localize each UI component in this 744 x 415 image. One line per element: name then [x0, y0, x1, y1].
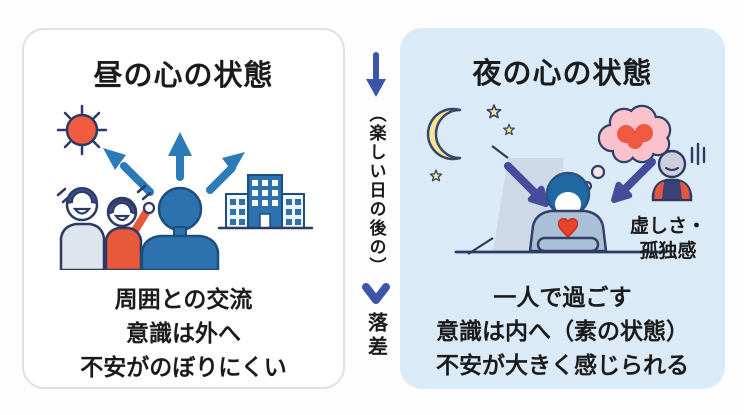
inward-arrows-icon — [503, 158, 656, 207]
chevron-down-icon — [362, 283, 390, 304]
night-illustration: 虚しさ・ 孤独感 — [400, 96, 725, 272]
night-text-block: 一人で過ごす 意識は内へ（素の状態） 不安が大きく感じられる — [400, 280, 725, 382]
day-illustration-svg — [56, 104, 313, 270]
moon-icon — [426, 107, 461, 161]
person-at-desk-icon — [454, 171, 667, 254]
day-text-block: 周囲との交流 意識は外へ 不安がのぼりにくい — [24, 282, 343, 384]
day-line-1: 周囲との交流 — [114, 286, 253, 312]
lonely-caption: 虚しさ・ 孤独感 — [610, 214, 726, 264]
day-line-2: 意識は外へ — [126, 320, 241, 346]
outward-arrows-icon — [102, 132, 245, 196]
friends-icon — [56, 184, 155, 270]
lonely-caption-line-1: 虚しさ・ — [629, 216, 706, 237]
night-illustration-svg — [426, 104, 705, 255]
day-line-3: 不安がのぼりにくい — [80, 354, 287, 380]
day-illustration — [24, 98, 343, 274]
gap-divider: （楽しい日の後の） 落差 — [350, 52, 402, 382]
day-panel-title: 昼の心の状態 — [93, 60, 274, 92]
thought-bubble-icon — [581, 104, 671, 192]
night-line-2: 意識は内へ（素の状態） — [436, 318, 689, 344]
day-panel: 昼の心の状態 — [22, 28, 345, 389]
night-panel: 夜の心の状態 — [400, 28, 725, 389]
divider-vertical-text: （楽しい日の後の） — [366, 105, 386, 276]
gloom-lines-icon — [690, 142, 705, 166]
night-line-3: 不安が大きく感じられる — [436, 352, 689, 378]
night-line-1: 一人で過ごす — [493, 284, 632, 310]
building-icon — [217, 174, 313, 230]
divider-label: 落差 — [364, 312, 387, 360]
lonely-person-icon — [651, 142, 705, 202]
sun-icon — [56, 104, 107, 156]
person-back-icon — [140, 186, 219, 270]
down-arrow-icon — [366, 52, 386, 97]
heart-icon — [557, 218, 578, 239]
night-panel-title: 夜の心の状態 — [472, 58, 653, 90]
lonely-caption-line-2: 孤独感 — [639, 241, 697, 262]
